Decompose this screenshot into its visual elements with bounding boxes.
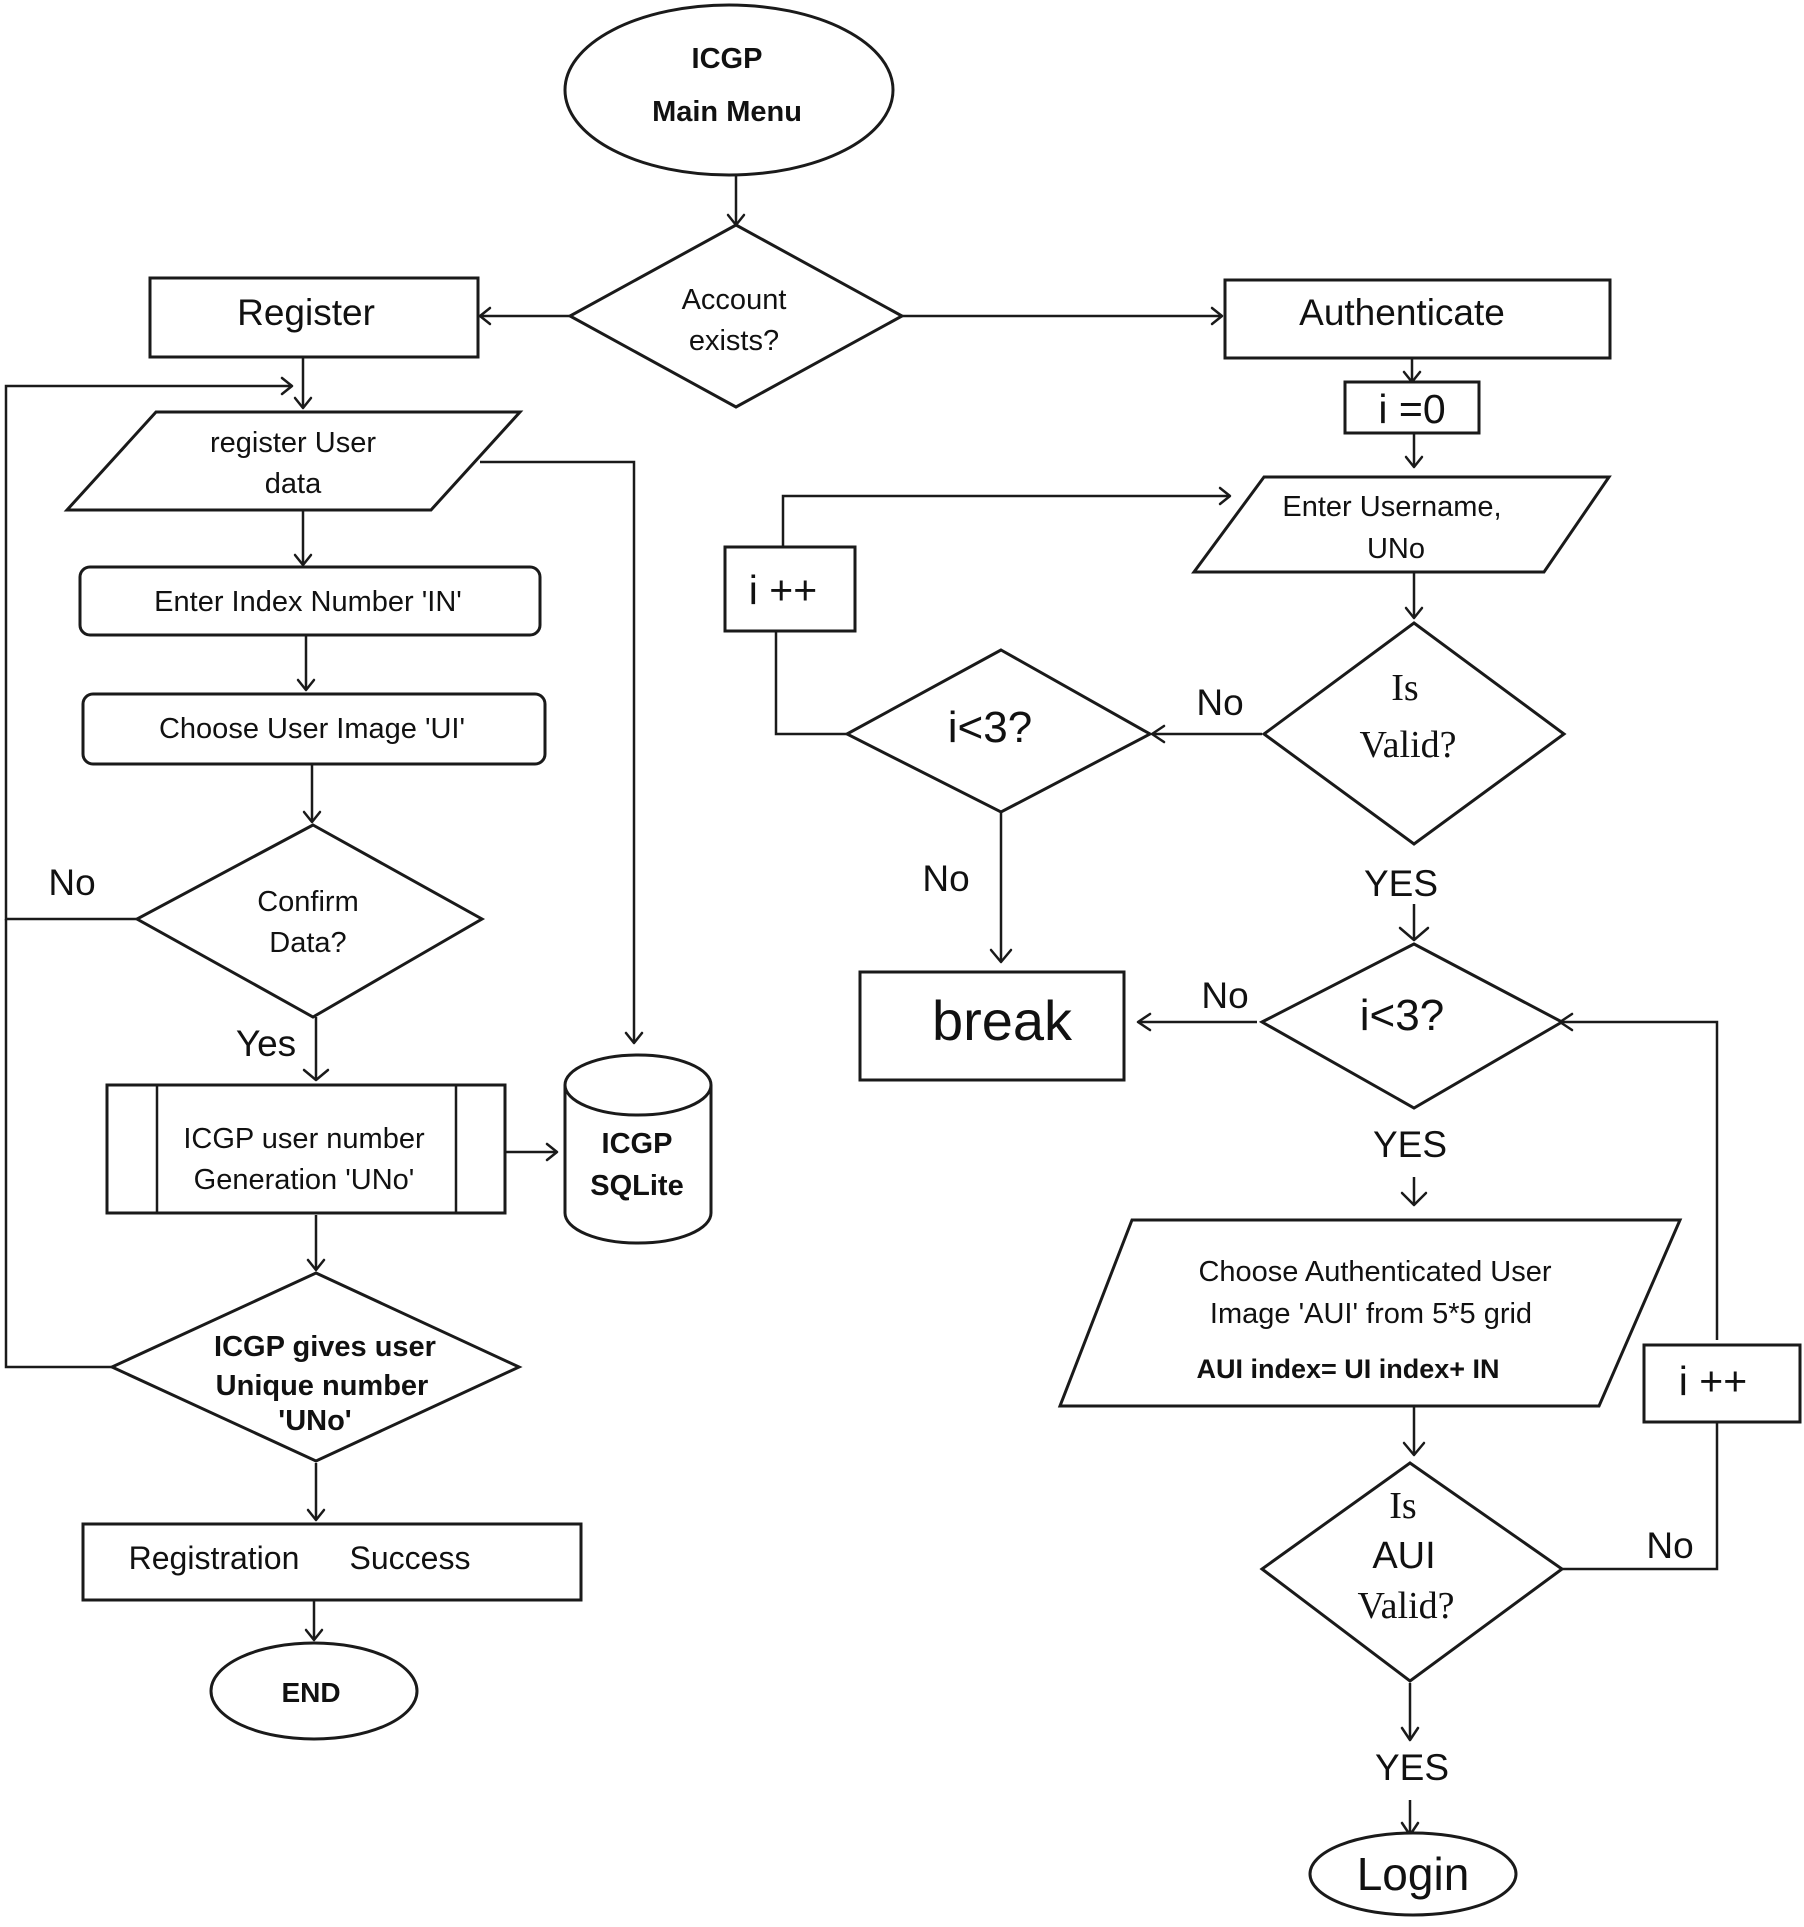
uno-generation-predefined-process: ICGP user number Generation 'UNo' — [105, 1083, 507, 1215]
i-init-process-text: i =0 — [1378, 386, 1445, 432]
login-node-text: Login — [1357, 1848, 1470, 1900]
choose-aui-io-text: AUI index= UI index+ IN — [1196, 1354, 1499, 1384]
edge-labels: No Yes No YES No No YES No YES — [48, 682, 1693, 1788]
enter-username-io-text: Enter Username, — [1282, 491, 1501, 523]
is-valid-decision: Is Valid? — [1261, 621, 1567, 846]
login-node: Login — [1308, 1831, 1518, 1917]
authenticate-process-text: Authenticate — [1299, 292, 1505, 333]
enter-index-process-text: Enter Index Number 'IN' — [154, 586, 462, 618]
label-no-aui: No — [1646, 1525, 1693, 1566]
label-yes-valid: YES — [1364, 863, 1438, 904]
end-node-text: END — [281, 1677, 340, 1708]
is-valid-decision-text: Is — [1391, 667, 1418, 709]
gives-uno-decision: ICGP gives user Unique number 'UNo' — [108, 1271, 523, 1463]
sqlite-database-text: ICGP — [602, 1128, 673, 1160]
start-node-text: ICGP — [692, 43, 763, 75]
register-process-text: Register — [237, 292, 375, 333]
i-less-3-top-decision-text: i<3? — [948, 703, 1032, 752]
register-user-data-io: register User data — [63, 410, 524, 512]
start-node: ICGP Main Menu — [563, 3, 895, 177]
label-yes-confirm: Yes — [236, 1023, 296, 1064]
choose-user-image-process-text: Choose User Image 'UI' — [159, 713, 465, 745]
end-node: END — [209, 1641, 419, 1741]
break-terminal-text: break — [932, 989, 1073, 1052]
is-aui-valid-decision-text: Valid? — [1357, 1585, 1454, 1627]
sqlite-database: ICGP SQLite — [563, 1053, 713, 1245]
label-yes-aui: YES — [1375, 1747, 1449, 1788]
label-no-i3-mid: No — [1201, 975, 1248, 1016]
gives-uno-decision-text: Unique number — [216, 1370, 429, 1402]
i-less-3-top-decision: i<3? — [843, 648, 1154, 814]
account-exists-decision-text: Account — [682, 284, 787, 316]
registration-success-process-text: Registration — [129, 1540, 300, 1576]
sqlite-database-text: SQLite — [590, 1170, 683, 1202]
confirm-data-decision-text: Data? — [269, 927, 346, 959]
confirm-data-decision-text: Confirm — [257, 886, 359, 918]
label-no-confirm: No — [48, 862, 95, 903]
registration-success-process-text: Success — [350, 1540, 471, 1576]
confirm-data-decision: Confirm Data? — [133, 823, 486, 1019]
break-terminal: break — [858, 970, 1126, 1082]
i-less-3-mid-decision: i<3? — [1258, 942, 1566, 1110]
is-valid-decision-text: Valid? — [1359, 724, 1456, 766]
is-aui-valid-decision: Is AUI Valid? — [1259, 1461, 1565, 1683]
connectors — [4, 175, 1719, 1835]
i-inc-right-process: i ++ — [1642, 1343, 1802, 1424]
account-exists-decision: Account exists? — [566, 223, 906, 409]
register-user-data-io-text: data — [265, 468, 322, 500]
i-init-process: i =0 — [1343, 380, 1481, 435]
enter-index-process: Enter Index Number 'IN' — [78, 565, 542, 637]
uno-generation-predefined-process-text: ICGP user number — [183, 1123, 425, 1155]
i-inc-top-process-text: i ++ — [749, 567, 817, 613]
choose-aui-io: Choose Authenticated User Image 'AUI' fr… — [1057, 1218, 1683, 1408]
label-yes-i3-mid: YES — [1373, 1124, 1447, 1165]
enter-username-io-text: UNo — [1367, 533, 1425, 565]
gives-uno-decision-text: 'UNo' — [278, 1405, 351, 1437]
i-less-3-mid-decision-text: i<3? — [1360, 991, 1444, 1040]
is-aui-valid-decision-text: Is — [1389, 1485, 1416, 1527]
start-node-text: Main Menu — [652, 96, 802, 128]
i-inc-top-process: i ++ — [723, 545, 857, 633]
account-exists-decision-text: exists? — [689, 325, 779, 357]
label-no-valid: No — [1196, 682, 1243, 723]
registration-success-process: Registration Success — [81, 1522, 583, 1602]
uno-generation-predefined-process-text: Generation 'UNo' — [194, 1164, 415, 1196]
register-process: Register — [148, 276, 480, 359]
label-no-i3-top: No — [922, 858, 969, 899]
is-aui-valid-decision-text: AUI — [1372, 1535, 1435, 1577]
choose-aui-io-text: Choose Authenticated User — [1198, 1256, 1551, 1288]
i-inc-right-process-text: i ++ — [1679, 1358, 1747, 1404]
choose-aui-io-text: Image 'AUI' from 5*5 grid — [1210, 1298, 1532, 1330]
choose-user-image-process: Choose User Image 'UI' — [81, 692, 547, 766]
register-user-data-io-text: register User — [210, 427, 376, 459]
gives-uno-decision-text: ICGP gives user — [214, 1331, 436, 1363]
enter-username-io: Enter Username, UNo — [1191, 475, 1612, 574]
authenticate-process: Authenticate — [1223, 278, 1612, 360]
